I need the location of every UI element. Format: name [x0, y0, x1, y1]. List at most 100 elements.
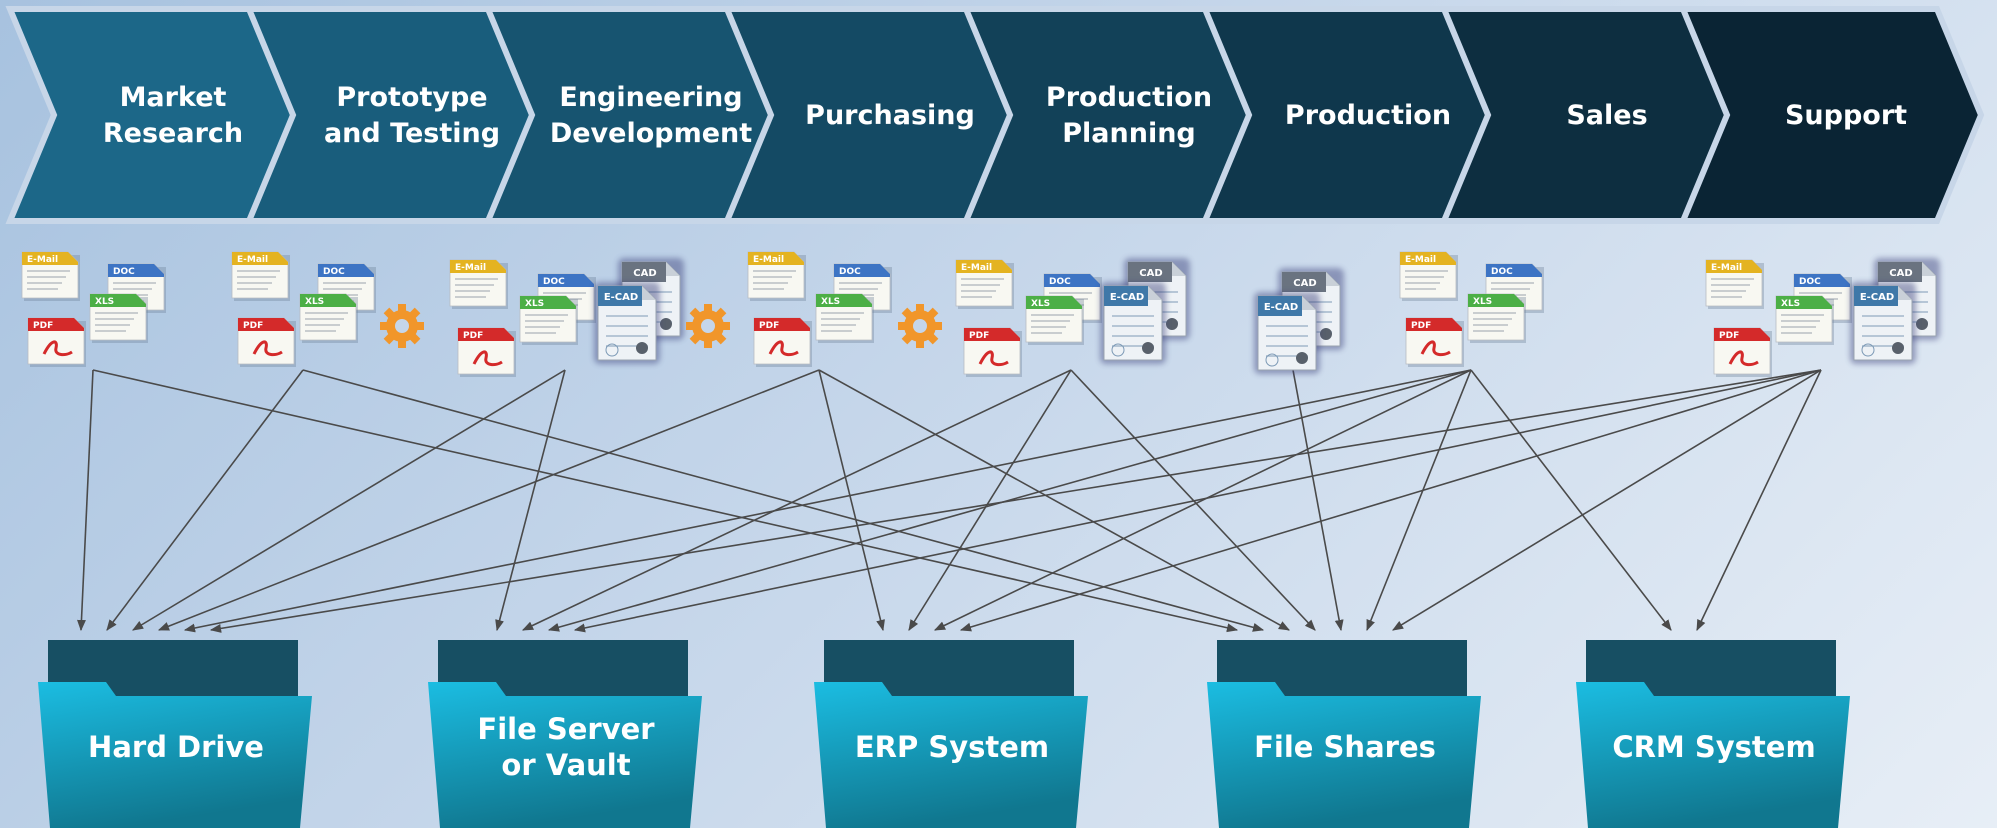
stage-purchasing: Purchasing	[722, 5, 1029, 224]
flow-arrow	[495, 369, 566, 632]
svg-text:E-Mail: E-Mail	[961, 263, 992, 273]
svg-text:PDF: PDF	[243, 321, 263, 331]
label-line: File Server	[477, 712, 655, 746]
stage-label: Production	[1285, 100, 1451, 131]
system-label: Hard Drive	[88, 730, 264, 764]
label-line: Production	[1285, 100, 1451, 131]
pdf-file-icon: PDF	[27, 317, 86, 367]
flow-arrow	[1696, 369, 1822, 632]
folder-back	[1586, 640, 1836, 696]
svg-text:DOC: DOC	[1799, 277, 1821, 287]
ecad-file-icon: E-CAD	[594, 282, 660, 364]
folder-back	[824, 640, 1074, 696]
label-line: CRM System	[1612, 730, 1815, 764]
folder-front	[428, 682, 702, 828]
svg-text:DOC: DOC	[1491, 267, 1513, 277]
system-erp-system: ERP System	[814, 640, 1088, 828]
doc-file-icon: DOC	[833, 263, 892, 313]
gear-icon	[686, 304, 730, 348]
svg-text:XLS: XLS	[1473, 297, 1492, 307]
flow-arrow	[959, 369, 1822, 632]
svg-text:E-Mail: E-Mail	[753, 255, 784, 265]
stage-label: Sales	[1566, 100, 1647, 131]
svg-text:DOC: DOC	[839, 267, 861, 277]
flow-arrow	[908, 369, 1072, 631]
svg-text:DOC: DOC	[113, 267, 135, 277]
svg-text:DOC: DOC	[1049, 277, 1071, 287]
svg-text:E-CAD: E-CAD	[1110, 292, 1144, 303]
folder-front	[38, 682, 312, 828]
label-line: File Shares	[1254, 730, 1436, 764]
label-line: Engineering	[559, 82, 742, 113]
label-line: and Testing	[324, 118, 500, 149]
xls-file-icon: XLS	[89, 293, 148, 343]
xls-file-icon: XLS	[815, 293, 874, 343]
flow-arrow	[157, 369, 820, 631]
flow-arrow	[547, 369, 1472, 632]
system-crm-system: CRM System	[1576, 640, 1850, 828]
xls-file-icon: XLS	[519, 295, 578, 345]
svg-text:E-CAD: E-CAD	[604, 292, 638, 303]
flow-arrow	[573, 369, 1822, 633]
label-line: Purchasing	[805, 100, 975, 131]
svg-text:PDF: PDF	[1719, 331, 1739, 341]
svg-text:CAD: CAD	[633, 268, 656, 279]
xls-file-icon: XLS	[1025, 295, 1084, 345]
stage-label: Support	[1785, 100, 1907, 131]
svg-text:E-Mail: E-Mail	[1405, 255, 1436, 265]
svg-text:PDF: PDF	[463, 331, 483, 341]
svg-text:E-CAD: E-CAD	[1860, 292, 1894, 303]
svg-text:E-Mail: E-Mail	[455, 263, 486, 273]
flow-arrow	[302, 369, 1265, 632]
folder-front	[1576, 682, 1850, 828]
label-line: Research	[103, 118, 243, 149]
email-file-icon: E-Mail	[449, 259, 508, 309]
email-file-icon: E-Mail	[1399, 251, 1458, 301]
stage-documents: CAD E-CAD	[1254, 268, 1344, 374]
xls-file-icon: XLS	[1775, 295, 1834, 345]
svg-text:E-Mail: E-Mail	[237, 255, 268, 265]
email-file-icon: E-Mail	[21, 251, 80, 301]
xls-file-icon: XLS	[299, 293, 358, 343]
system-label: CRM System	[1612, 730, 1815, 764]
svg-text:PDF: PDF	[969, 331, 989, 341]
flow-arrow	[1392, 369, 1822, 631]
label-line: Hard Drive	[88, 730, 264, 764]
flow-arrow	[132, 369, 566, 631]
svg-text:CAD: CAD	[1139, 268, 1162, 279]
pdf-file-icon: PDF	[457, 327, 516, 377]
folder-back	[438, 640, 688, 696]
flow-arrow	[818, 369, 885, 632]
svg-text:DOC: DOC	[323, 267, 345, 277]
label-line: Sales	[1566, 100, 1647, 131]
flow-arrow	[521, 369, 1072, 631]
svg-text:XLS: XLS	[1781, 299, 1800, 309]
flow-arrow	[183, 369, 1472, 633]
label-line: Development	[550, 118, 752, 149]
svg-text:DOC: DOC	[543, 277, 565, 287]
svg-text:CAD: CAD	[1293, 278, 1316, 289]
svg-text:E-Mail: E-Mail	[1711, 263, 1742, 273]
pdf-file-icon: PDF	[963, 327, 1022, 377]
chevron-shape	[1678, 5, 1985, 224]
svg-text:XLS: XLS	[1031, 299, 1050, 309]
email-file-icon: E-Mail	[1705, 259, 1764, 309]
pdf-file-icon: PDF	[237, 317, 296, 367]
flow-arrows	[76, 369, 1822, 633]
svg-text:E-Mail: E-Mail	[27, 255, 58, 265]
svg-text:XLS: XLS	[305, 297, 324, 307]
flow-arrow	[76, 369, 94, 632]
svg-text:E-CAD: E-CAD	[1264, 302, 1298, 313]
svg-text:XLS: XLS	[821, 297, 840, 307]
